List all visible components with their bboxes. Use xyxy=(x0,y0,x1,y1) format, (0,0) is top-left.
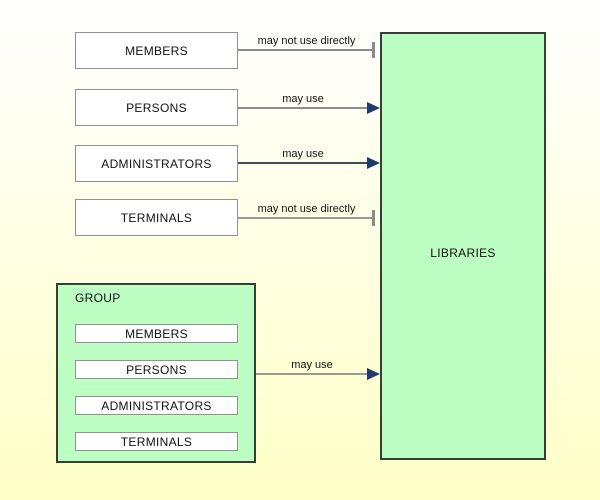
group-child-box-members: MEMBERS xyxy=(75,324,238,343)
entity-box-terminals: TERMINALS xyxy=(75,199,238,236)
group-child-box-terminals: TERMINALS xyxy=(75,432,238,451)
arrowhead-icon xyxy=(367,368,380,380)
entity-label-libraries: LIBRARIES xyxy=(430,246,496,260)
entity-box-libraries: LIBRARIES xyxy=(380,32,546,460)
group-child-label-administrators: ADMINISTRATORS xyxy=(101,398,212,413)
arrowhead-icon xyxy=(367,157,380,169)
connector-label: may not use directly xyxy=(257,203,356,215)
blocked-end-marker xyxy=(372,210,375,226)
group-child-label-persons: PERSONS xyxy=(126,362,187,377)
blocked-end-marker xyxy=(372,42,375,58)
group-child-label-terminals: TERMINALS xyxy=(120,434,193,449)
connector-label: may use xyxy=(282,148,324,160)
entity-box-group: GROUP MEMBERS PERSONS ADMINISTRATORS TER… xyxy=(56,283,256,463)
connector-label: may not use directly xyxy=(257,35,356,47)
entity-label-members: MEMBERS xyxy=(125,43,188,58)
entity-box-members: MEMBERS xyxy=(75,32,238,69)
connector-terminals-libraries: may not use directly xyxy=(238,203,375,226)
connector-line xyxy=(238,49,373,51)
connector-label: may use xyxy=(291,359,333,371)
group-child-box-persons: PERSONS xyxy=(75,360,238,379)
connector-line xyxy=(238,162,368,164)
connector-label: may use xyxy=(282,93,324,105)
connector-group-libraries: may use xyxy=(256,359,380,380)
entity-label-group: GROUP xyxy=(75,291,121,305)
connector-administrators-libraries: may use xyxy=(238,148,380,169)
entity-box-administrators: ADMINISTRATORS xyxy=(75,145,238,182)
group-child-label-members: MEMBERS xyxy=(125,326,188,341)
connector-line xyxy=(238,217,373,219)
connector-members-libraries: may not use directly xyxy=(238,35,375,58)
connector-line xyxy=(256,373,368,375)
connector-line xyxy=(238,107,368,109)
entity-label-administrators: ADMINISTRATORS xyxy=(101,156,212,171)
group-child-box-administrators: ADMINISTRATORS xyxy=(75,396,238,415)
entity-label-terminals: TERMINALS xyxy=(120,210,193,225)
entity-label-persons: PERSONS xyxy=(126,100,187,115)
entity-box-persons: PERSONS xyxy=(75,89,238,126)
connector-persons-libraries: may use xyxy=(238,93,380,114)
arrowhead-icon xyxy=(367,102,380,114)
